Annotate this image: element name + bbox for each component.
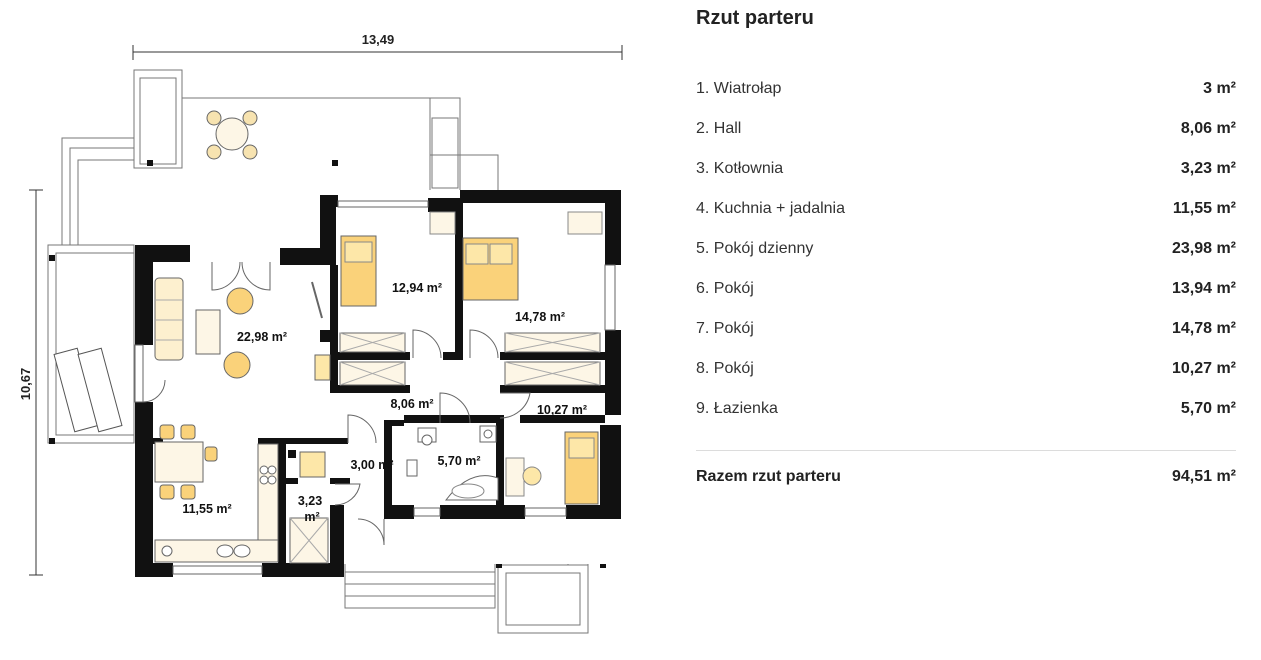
room-row: 8. Pokój 10,27 m² (696, 349, 1236, 389)
room-row: 1. Wiatrołap 3 m² (696, 69, 1236, 109)
room-area: 3 m² (1203, 80, 1236, 97)
room-name: 5. Pokój dzienny (696, 240, 814, 257)
room-area: 13,94 m² (1171, 280, 1236, 297)
room-name: 2. Hall (696, 120, 742, 137)
room-row: 9. Łazienka 5,70 m² (696, 389, 1236, 429)
kitchen-furniture (154, 424, 279, 563)
windows (134, 200, 616, 575)
area-label-room-7: 14,78 m² (515, 310, 565, 324)
room-name: 9. Łazienka (696, 400, 778, 417)
room-name: 6. Pokój (696, 280, 754, 297)
bedroom-furniture (340, 211, 603, 505)
area-label-room-8: 10,27 m² (537, 403, 587, 417)
wardrobes (289, 332, 601, 564)
room-area: 23,98 m² (1171, 240, 1236, 257)
area-label-boiler-unit: m² (304, 510, 319, 524)
room-row: 3. Kotłownia 3,23 m² (696, 149, 1236, 189)
room-area: 11,55 m² (1172, 200, 1236, 217)
doors (142, 261, 531, 546)
room-name: 8. Pokój (696, 360, 754, 377)
area-label-living: 22,98 m² (237, 330, 287, 344)
height-dimension-label: 10,67 (18, 368, 33, 401)
area-label-vestibule: 3,00 m² (350, 458, 393, 472)
area-label-kitchen: 11,55 m² (182, 502, 231, 516)
sun-loungers (53, 347, 123, 433)
width-dimension: 13,49 (132, 32, 623, 60)
living-furniture (154, 277, 331, 381)
room-row: 2. Hall 8,06 m² (696, 109, 1236, 149)
room-name: 7. Pokój (696, 320, 754, 337)
room-area: 14,78 m² (1171, 320, 1236, 337)
columns (49, 160, 606, 568)
total-label: Razem rzut parteru (696, 468, 841, 485)
area-label-hall: 8,06 m² (390, 397, 433, 411)
walls (135, 190, 621, 577)
floor-plan: 13,49 10,67 (18, 32, 623, 634)
area-label-boiler: 3,23 (298, 494, 322, 508)
height-dimension: 10,67 (18, 189, 43, 576)
total-value: 94,51 m² (1171, 468, 1236, 485)
room-name: 3. Kotłownia (696, 160, 784, 177)
terrace-outlines (47, 69, 589, 634)
room-area: 8,06 m² (1180, 120, 1236, 137)
room-row: 4. Kuchnia + jadalnia 11,55 m² (696, 189, 1236, 229)
area-label-bathroom: 5,70 m² (437, 454, 480, 468)
area-label-room-6: 12,94 m² (392, 281, 442, 295)
boiler-room (288, 450, 326, 478)
room-row: 6. Pokój 13,94 m² (696, 269, 1236, 309)
width-dimension-label: 13,49 (362, 32, 395, 47)
room-name: 4. Kuchnia + jadalnia (696, 200, 845, 217)
bathroom-furniture (406, 425, 499, 501)
terrace-table (206, 110, 258, 160)
total-row: Razem rzut parteru 94,51 m² (696, 468, 1236, 486)
total-divider (696, 450, 1236, 451)
room-area-labels: 22,98 m² 12,94 m² 14,78 m² 8,06 m² 10,27… (182, 281, 587, 524)
panel-title: Rzut parteru (696, 7, 814, 29)
room-area: 10,27 m² (1171, 360, 1236, 377)
room-area: 3,23 m² (1180, 160, 1236, 177)
room-row: 7. Pokój 14,78 m² (696, 309, 1236, 349)
room-list: 1. Wiatrołap 3 m² 2. Hall 8,06 m² 3. Kotło… (696, 69, 1236, 429)
room-name: 1. Wiatrołap (696, 80, 782, 97)
room-row: 5. Pokój dzienny 23,98 m² (696, 229, 1236, 269)
room-area: 5,70 m² (1180, 400, 1236, 417)
room-summary-panel: Rzut parteru 1. Wiatrołap 3 m² 2. Hall 8,0… (696, 0, 1236, 660)
